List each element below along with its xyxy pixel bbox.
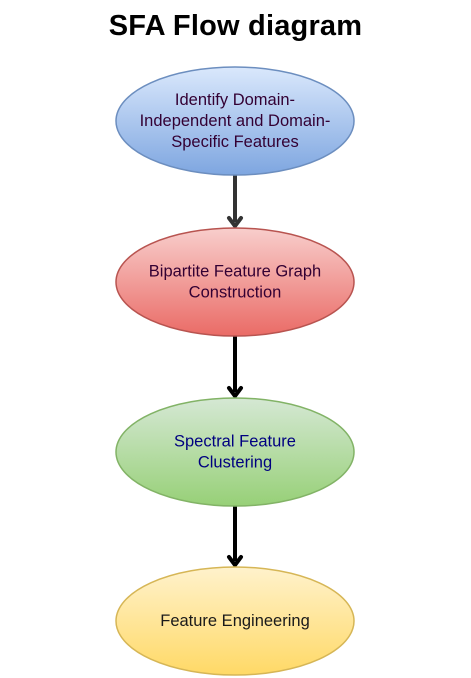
node-label-line: Feature Engineering [160, 612, 310, 630]
flow-arrow-1 [227, 175, 243, 228]
node-label-line: Independent and Domain- [140, 112, 331, 130]
node-label-line: Spectral Feature [174, 433, 296, 451]
edges-layer [227, 175, 243, 567]
arrow-head [227, 216, 243, 228]
node-label-line: Specific Features [171, 133, 298, 151]
arrow-head [227, 555, 243, 567]
arrow-head [227, 386, 243, 398]
nodes-layer: Identify Domain- Independent and Domain- S… [115, 66, 355, 676]
flow-arrow-3 [227, 506, 243, 567]
diagram-title: SFA Flow diagram [108, 10, 363, 42]
node-label-line: Construction [189, 284, 282, 302]
flow-node-1: Identify Domain- Independent and Domain- S… [115, 66, 355, 176]
flow-arrow-2 [227, 336, 243, 398]
node-ellipse [115, 397, 355, 507]
node-ellipse [115, 227, 355, 337]
flow-node-4: Feature Engineering [115, 566, 355, 676]
node-label-line: Bipartite Feature Graph [149, 263, 321, 281]
node-label-line: Identify Domain- [175, 91, 295, 109]
node-ellipse [115, 566, 355, 676]
node-ellipse [115, 66, 355, 176]
node-label-line: Clustering [198, 454, 272, 472]
